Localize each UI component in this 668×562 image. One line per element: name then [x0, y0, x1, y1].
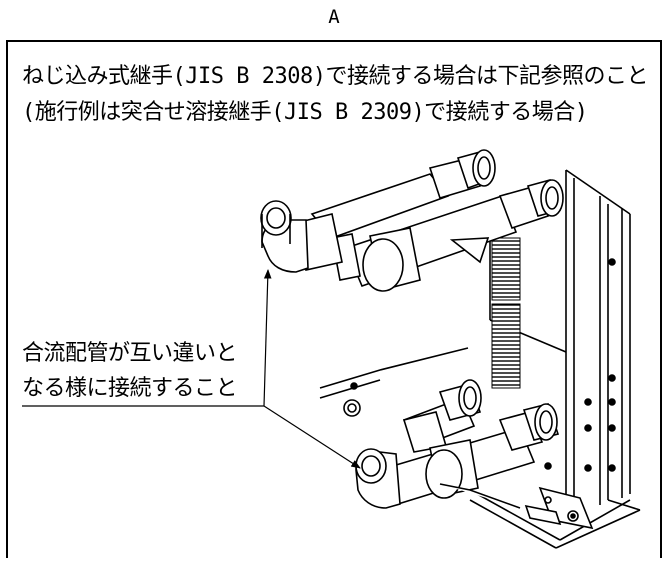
upper-header-piping: [260, 149, 564, 292]
view-label-a: A: [328, 6, 340, 28]
unit-cabinet: [469, 169, 641, 549]
callout-leaders: [22, 269, 361, 469]
lower-header-piping: [319, 347, 560, 509]
instruction-line-1: ねじ込み式継手(JIS B 2308)で接続する場合は下記参照のこと: [22, 64, 648, 89]
louver-vents: [491, 237, 521, 389]
callout-line-2: なる様に接続すること: [22, 376, 238, 401]
instruction-line-2: (施行例は突合せ溶接継手(JIS B 2309)で接続する場合): [22, 100, 588, 125]
drawing-frame: [6, 40, 662, 558]
callout-line-1: 合流配管が互い違いと: [22, 341, 238, 366]
